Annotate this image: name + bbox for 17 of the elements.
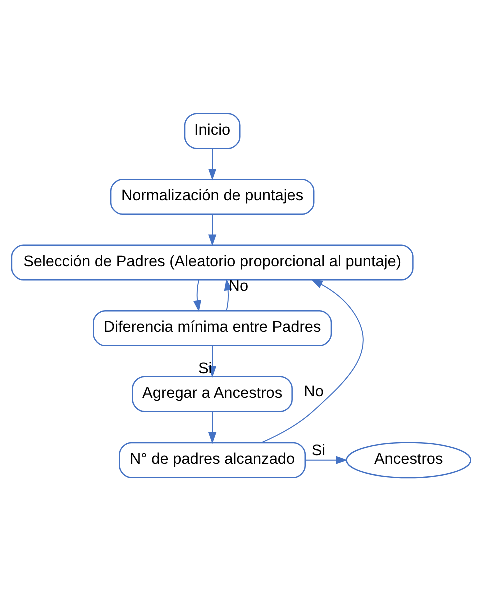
arrow (208, 148, 217, 181)
arrow (261, 280, 364, 444)
node-box: Agregar a Ancestros (132, 376, 293, 412)
arrow (305, 456, 348, 464)
arrow (193, 280, 202, 312)
edge-label: Si (312, 442, 326, 460)
arrow (208, 214, 217, 246)
node-box: N° de padres alcanzado (119, 442, 306, 478)
arrow (224, 279, 232, 312)
arrow (208, 411, 217, 444)
node-box: Diferencia mínima entre Padres (93, 310, 332, 347)
edge-label: No (304, 384, 324, 401)
node-box: Inicio (184, 113, 241, 150)
node-ellipse: Ancestros (346, 442, 472, 479)
node-box: Normalización de puntajes (110, 178, 315, 216)
node-box: Selección de Padres (Aleatorio proporcional al puntaje) (11, 244, 414, 281)
edge-label: Si (198, 360, 212, 378)
